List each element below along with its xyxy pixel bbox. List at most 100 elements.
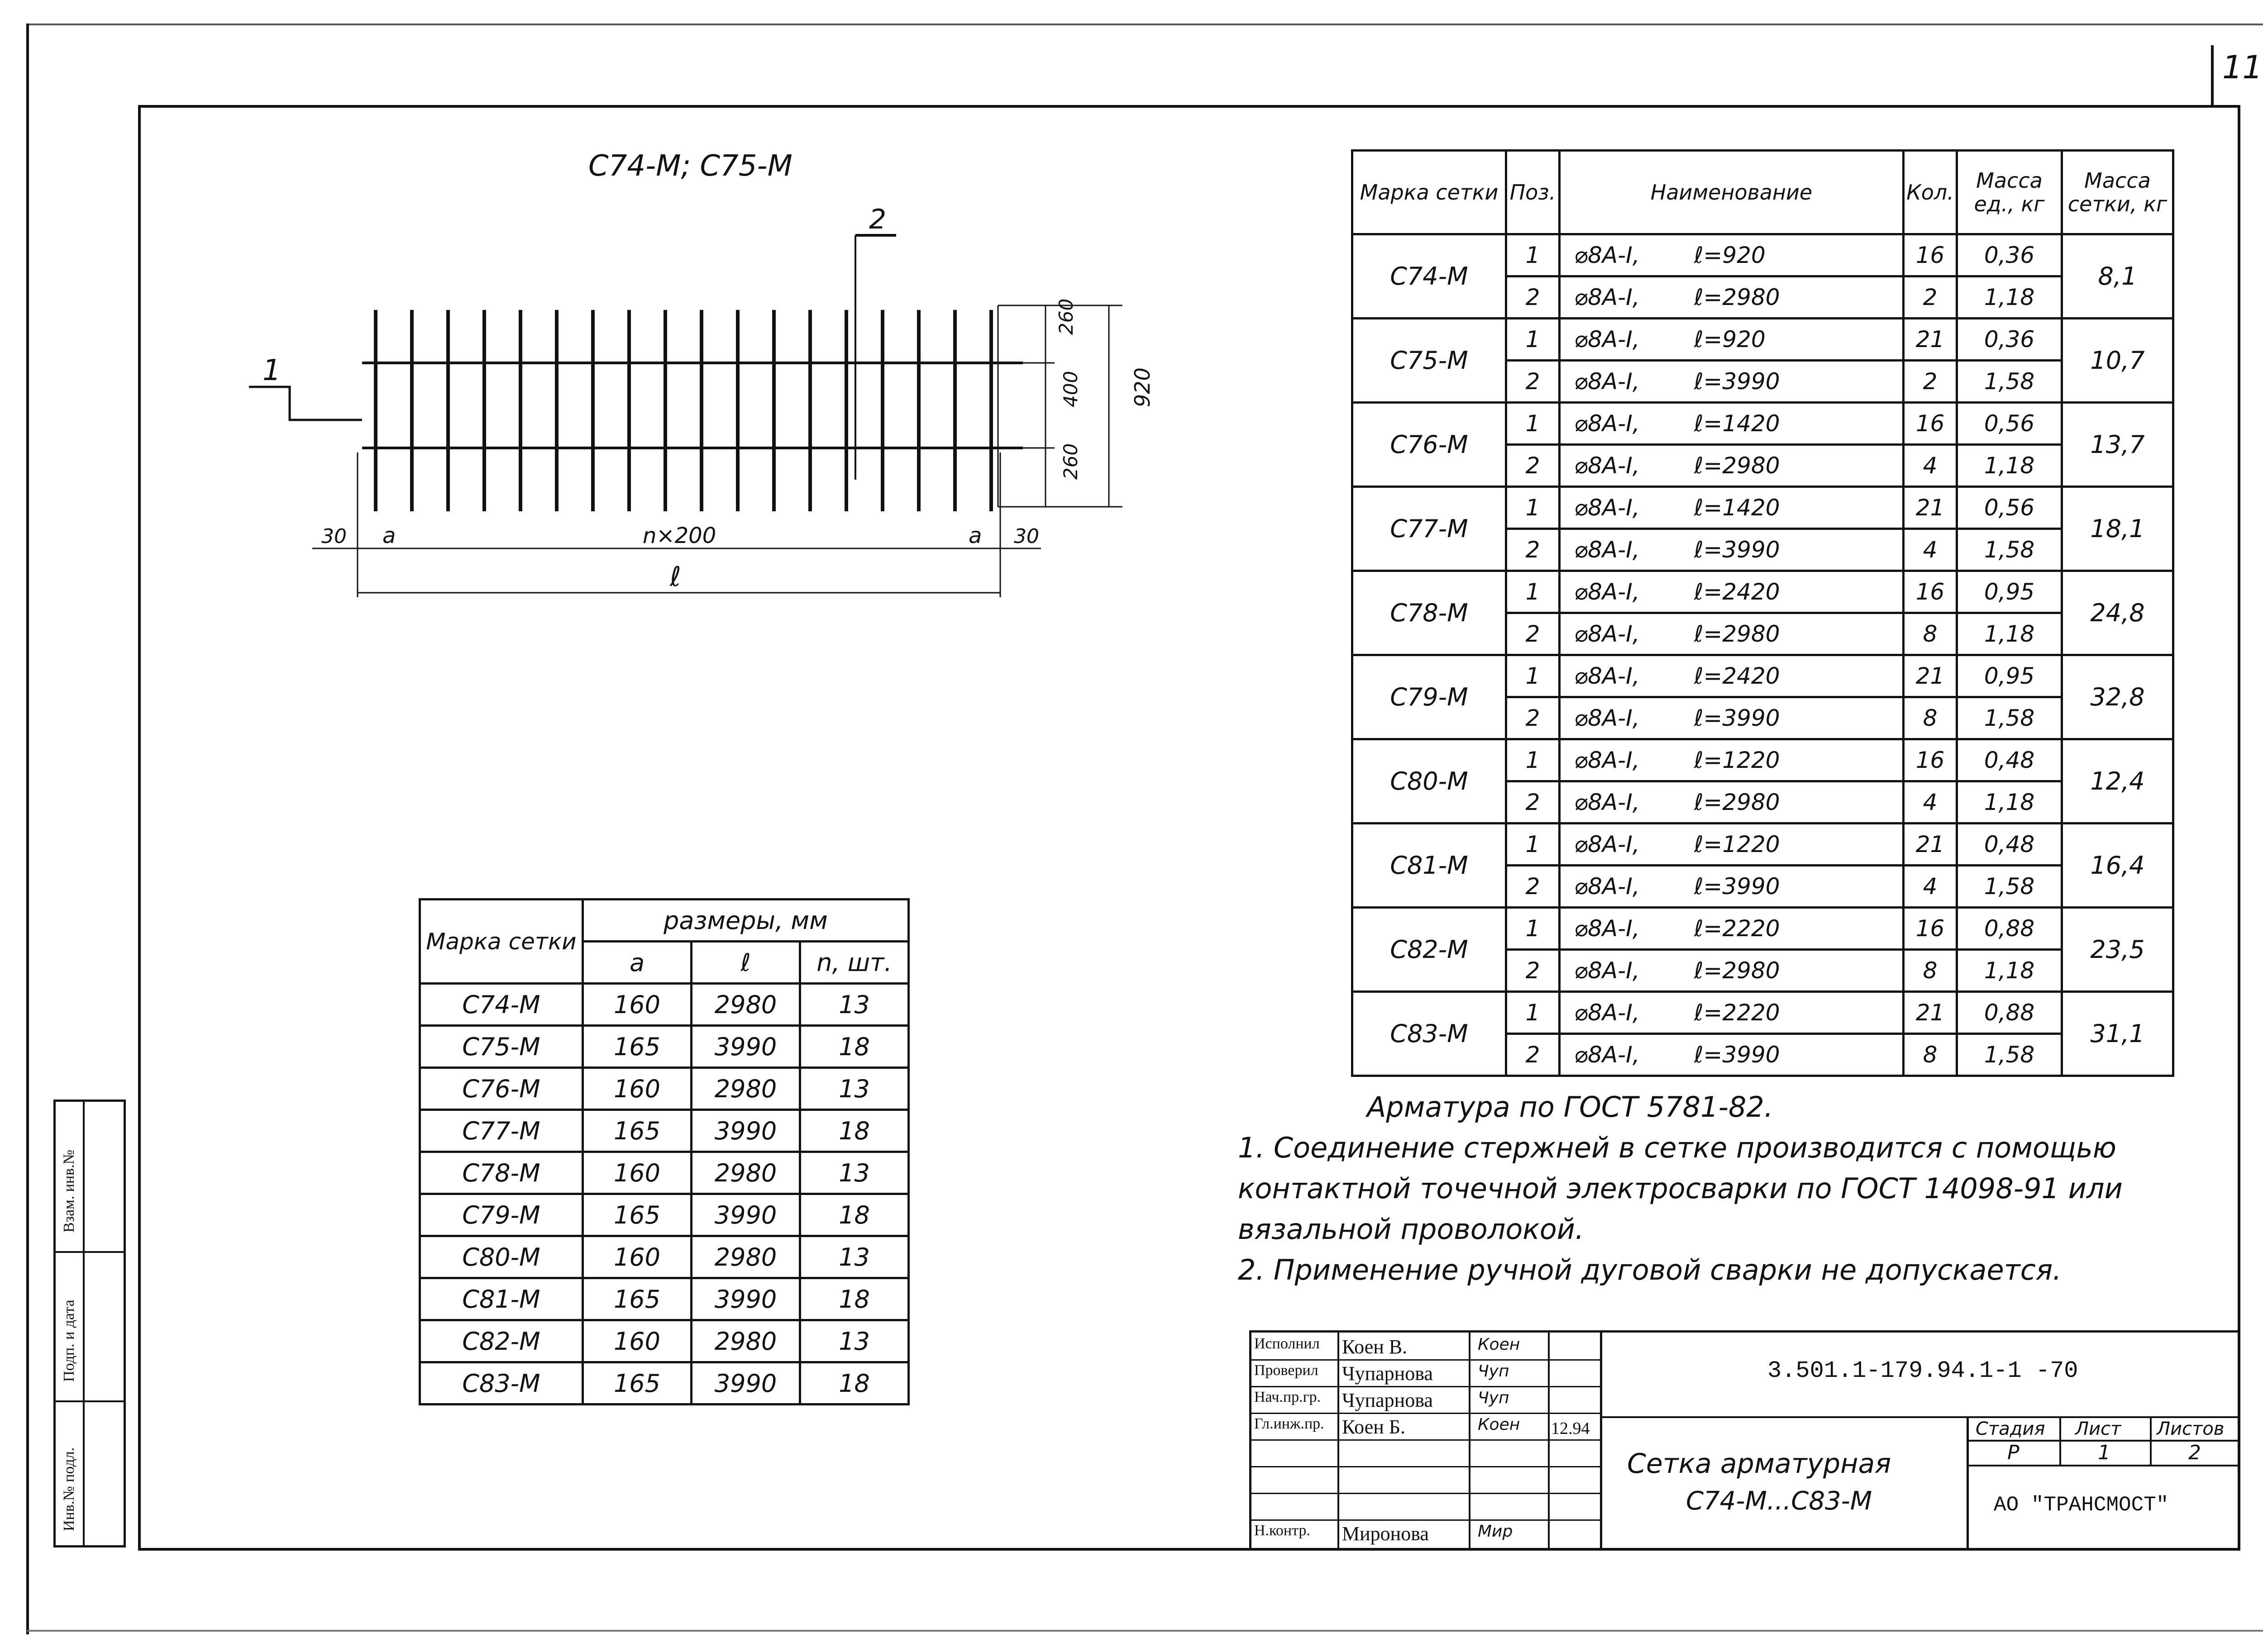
spec-pos: 1 [1505,738,1561,782]
size-a: 160 [582,982,692,1027]
side-stamp-cell-3: Взам. инв.№ [61,1149,77,1233]
spec-qty: 16 [1902,738,1958,782]
size-header-mark: Марка сетки [419,898,584,985]
size-a: 160 [582,1319,692,1363]
spec-bar-type: ⌀8А-I, [1574,957,1640,984]
spec-mass: 0,95 [1956,570,2063,614]
spec-header-qty: Кол. [1902,149,1958,235]
spec-bar-type: ⌀8А-I, [1574,284,1640,310]
spec-pos: 2 [1505,1033,1561,1077]
spec-bar-length: ℓ=1420 [1694,495,1780,521]
spec-name: ⌀8А-I,ℓ=2220 [1558,990,1905,1035]
size-l: 3990 [690,1024,801,1069]
spec-mass: 0,88 [1956,990,2063,1035]
dim-920: 920 [1130,367,1155,407]
spec-bar-type: ⌀8А-I, [1574,873,1640,900]
title-block-name: Миронова [1342,1523,1429,1545]
note-1-line-3: вязальной проволокой. [1238,1213,1584,1246]
spec-total-mass: 18,1 [2061,486,2174,572]
size-header-a: a [582,940,692,985]
spec-bar-length: ℓ=3990 [1694,705,1780,731]
spec-bar-length: ℓ=2980 [1694,621,1780,647]
size-l: 2980 [690,1151,801,1195]
spec-mass: 1,18 [1956,780,2063,824]
spec-name: ⌀8А-I, ℓ=1220 [1558,738,1905,782]
dim-260-bottom: 260 [1060,443,1082,480]
spec-bar-type: ⌀8А-I, [1574,915,1640,942]
mesh-bars [374,310,993,511]
title-block-role: Проверил [1254,1362,1318,1379]
size-l: 3990 [690,1361,801,1405]
spec-name: ⌀8А-I,ℓ=3990 [1558,696,1905,740]
spec-bar-type: ⌀8А-I, [1574,242,1640,268]
spec-bar-length: ℓ=3990 [1694,537,1780,563]
size-header-l: ℓ [690,940,801,985]
spec-qty: 21 [1902,654,1958,698]
doc-code: 3.501.1-179.94.1-1 -70 [1767,1357,2078,1384]
spec-bar-length: ℓ=2420 [1694,663,1780,689]
dim-400: 400 [1060,371,1082,407]
spec-mass: 1,58 [1956,696,2063,740]
spec-qty: 21 [1902,317,1958,362]
dim-30-right: 30 [1014,525,1039,548]
spec-qty: 4 [1902,780,1958,824]
side-stamp-cell-1: Инв.№ подл. [61,1447,77,1531]
spec-total-mass: 31,1 [2061,990,2174,1077]
spec-name: ⌀8А-I,ℓ=3990 [1558,1033,1905,1077]
spec-qty: 21 [1902,486,1958,530]
size-mark: С83-М [419,1361,584,1405]
spec-pos: 2 [1505,275,1561,319]
callout-2: 2 [869,204,886,235]
spec-pos: 2 [1505,696,1561,740]
spec-bar-length: ℓ=1220 [1694,747,1780,773]
size-n: 18 [799,1361,910,1405]
spec-name: ⌀8А-I, ℓ=3990 [1558,864,1905,909]
size-n: 13 [799,1066,910,1111]
spec-bar-length: ℓ=2220 [1694,1000,1780,1026]
spec-bar-type: ⌀8А-I, [1574,789,1640,815]
size-n: 13 [799,982,910,1027]
title-block-signature: Мир [1478,1522,1513,1541]
bottom-outer-line [27,1630,2263,1632]
spec-mark: С77-М [1351,486,1507,572]
side-stamp: Взам. инв.№ Подп. и дата Инв.№ подл. [53,1100,126,1547]
spec-mass: 0,36 [1956,233,2063,277]
spec-bar-type: ⌀8А-I, [1574,747,1640,773]
spec-mass: 0,88 [1956,906,2063,951]
spec-bar-length: ℓ=1220 [1694,831,1780,857]
title-block-signature: Чуп [1478,1389,1509,1407]
spec-name: ⌀8А-I, ℓ=920 [1558,233,1905,277]
spec-bar-length: ℓ=920 [1694,242,1766,268]
spec-bar-length: ℓ=3990 [1694,873,1780,900]
spec-bar-length: ℓ=2980 [1694,957,1780,984]
title-block-role: Гл.инж.пр. [1254,1415,1324,1432]
size-l: 2980 [690,1235,801,1279]
left-outer-border [26,24,29,1634]
spec-name: ⌀8А-I,ℓ=2980 [1558,275,1905,319]
spec-pos: 2 [1505,612,1561,656]
spec-pos: 1 [1505,822,1561,866]
spec-pos: 2 [1505,948,1561,993]
size-mark: С76-М [419,1066,584,1111]
spec-mass: 0,36 [1956,317,2063,362]
size-mark: С79-М [419,1193,584,1237]
spec-name: ⌀8А-I,ℓ=3990 [1558,528,1905,572]
size-a: 165 [582,1193,692,1237]
spec-name: ⌀8А-I,ℓ=920 [1558,317,1905,362]
dim-nx200: n×200 [643,523,716,548]
spec-total-mass: 10,7 [2061,317,2174,404]
title-block-role: Н.контр. [1254,1522,1310,1539]
spec-mass: 1,18 [1956,948,2063,993]
spec-mark: С78-М [1351,570,1507,656]
spec-header-pos: Поз. [1505,149,1561,235]
spec-mark: С74-М [1351,233,1507,319]
